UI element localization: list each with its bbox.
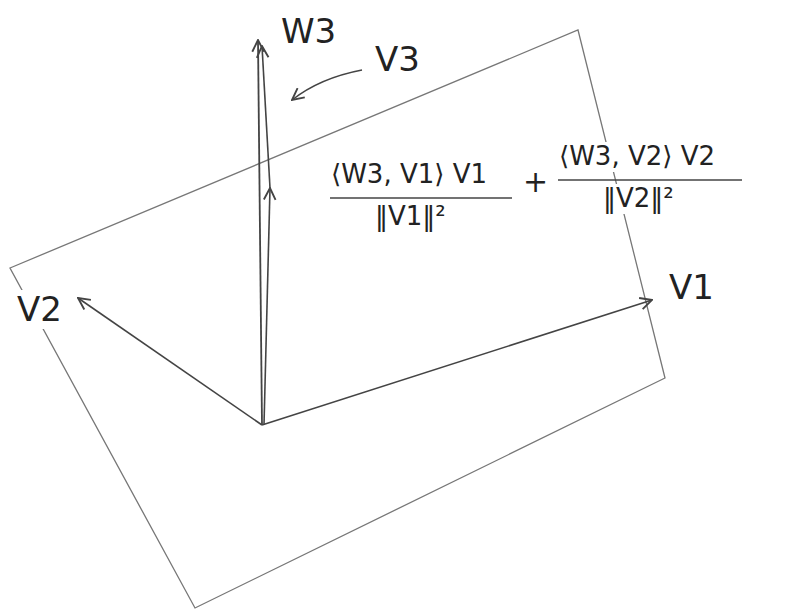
vector-name: V3 xyxy=(372,40,423,79)
subspace-plane xyxy=(10,30,665,608)
vector-name: V1 xyxy=(666,268,717,307)
vector-v2 xyxy=(78,298,262,425)
vector-name: V2 xyxy=(14,290,65,329)
fraction-bar xyxy=(330,197,512,199)
formula-numerator: ⟨W3, V2⟩ V2 xyxy=(556,142,718,172)
vector-name: W3 xyxy=(278,12,339,51)
vector-v1 xyxy=(262,300,652,425)
fraction-bar xyxy=(558,179,742,181)
vector-w3 xyxy=(258,40,262,425)
vector-v3 xyxy=(262,46,270,188)
formula-denominator: ‖V1‖² xyxy=(372,202,449,232)
projection-vector xyxy=(264,188,270,425)
formula-operator: + xyxy=(520,165,551,200)
leader-line xyxy=(292,70,362,100)
formula-denominator: ‖V2‖² xyxy=(600,184,677,214)
formula-numerator: ⟨W3, V1⟩ V1 xyxy=(328,160,490,190)
